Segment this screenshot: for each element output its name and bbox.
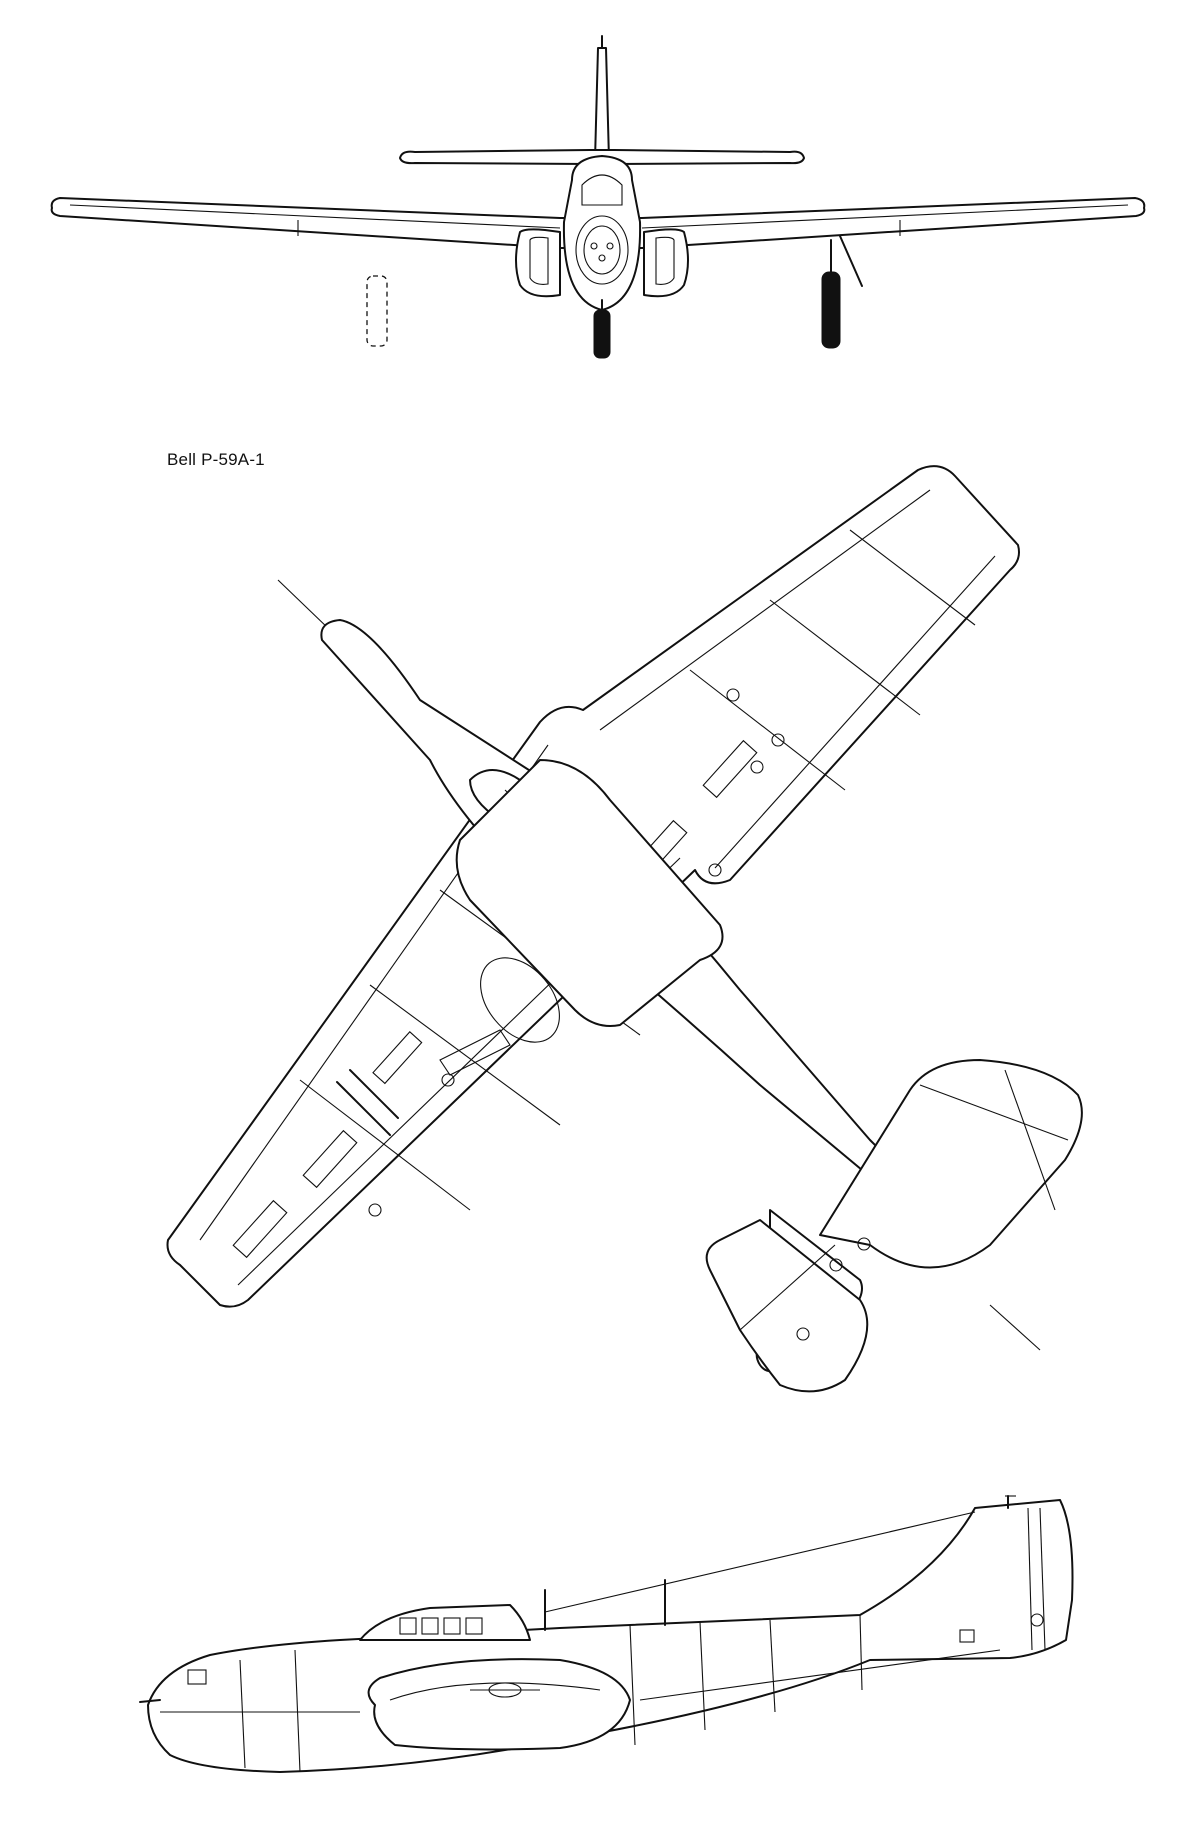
- front-nose-wheel: [593, 309, 611, 359]
- front-right-nacelle: [643, 228, 689, 298]
- front-fin: [594, 47, 610, 161]
- side-view-drawing: [139, 1495, 1074, 1773]
- front-left-nacelle: [515, 228, 561, 298]
- top-tailplane-right: [819, 1059, 1083, 1269]
- front-gear-retracted-outline: [366, 275, 388, 347]
- top-nacelle: [455, 759, 724, 1027]
- front-view-drawing: [50, 35, 1146, 359]
- front-fuselage: [562, 155, 642, 311]
- top-view: [0, 455, 1200, 1435]
- top-tailplane-left: [705, 1219, 869, 1393]
- side-canopy: [359, 1604, 531, 1641]
- side-view: [0, 1470, 1200, 1800]
- front-main-wheel: [821, 271, 841, 349]
- side-nacelle: [367, 1658, 631, 1751]
- top-view-drawing: [166, 465, 1083, 1393]
- front-view: [0, 0, 1200, 380]
- drawing-caption: Bell P-59A-1: [167, 450, 265, 469]
